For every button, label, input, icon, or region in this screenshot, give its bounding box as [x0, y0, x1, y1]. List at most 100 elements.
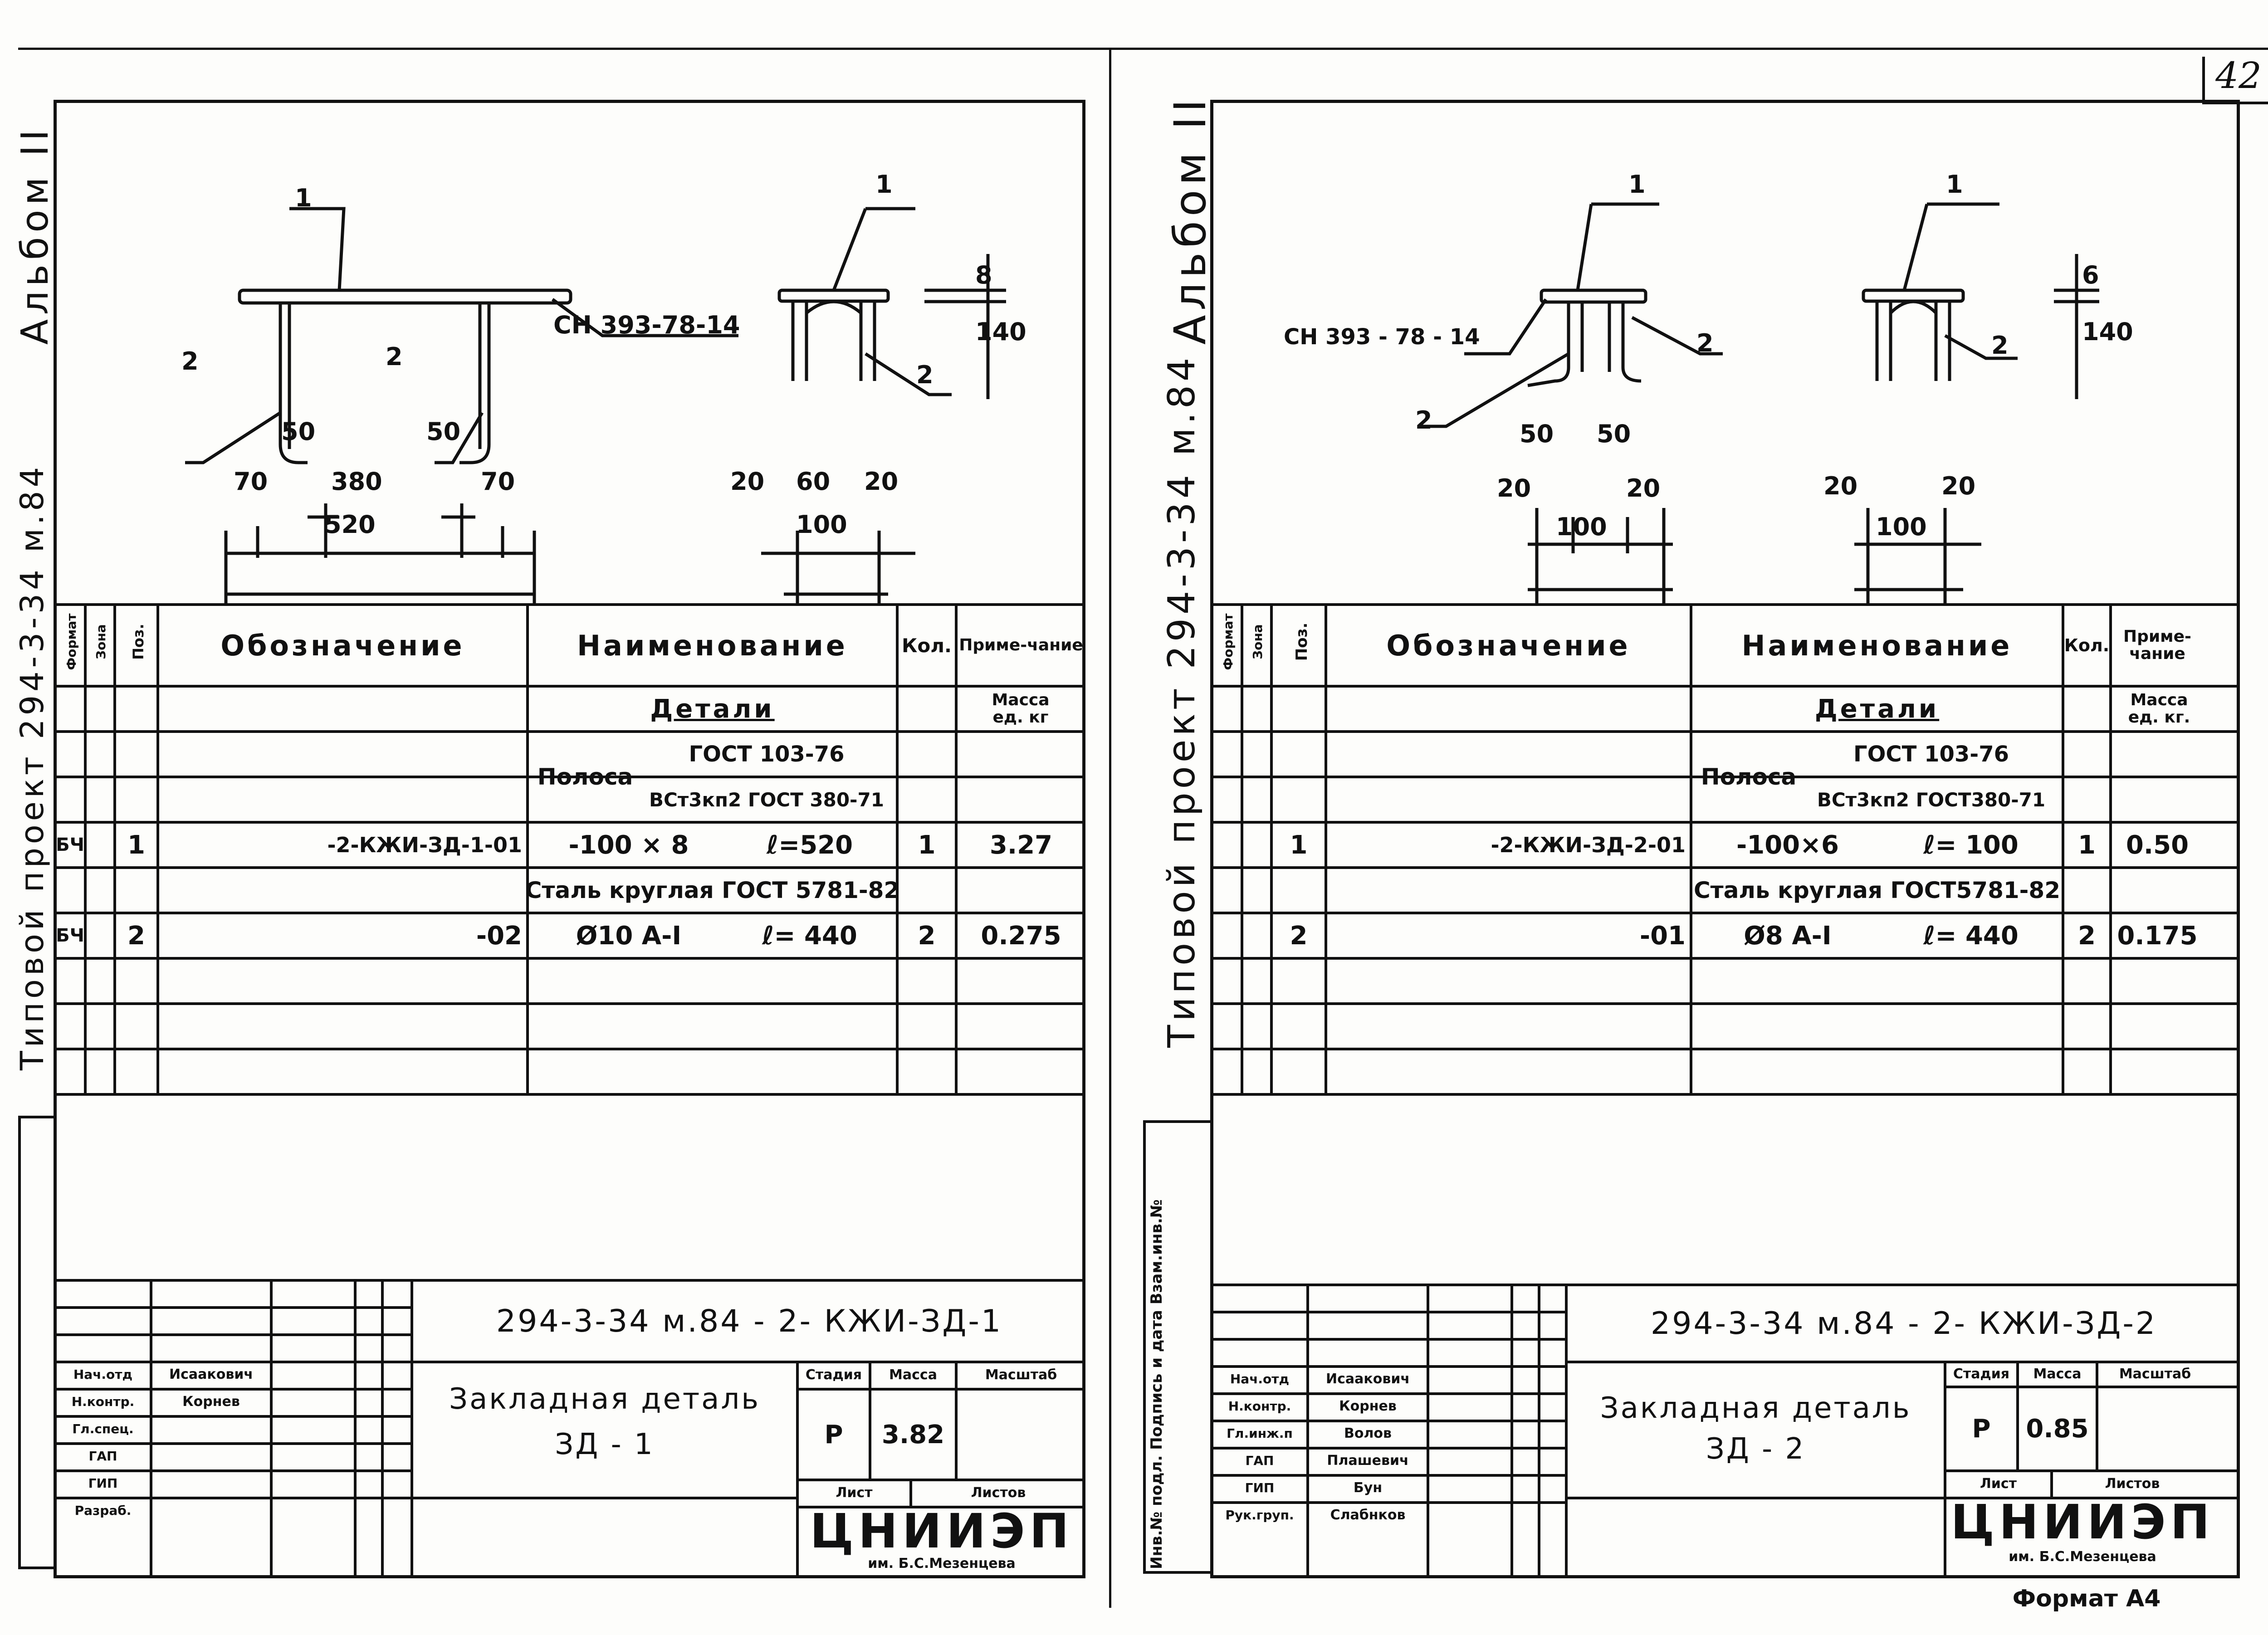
right-row2-note: 0.175 [2117, 921, 2198, 951]
left-row2-designation: -02 [476, 921, 522, 951]
right-tb-line [1565, 1361, 2240, 1363]
right-dim-20a: 20 [1497, 474, 1531, 503]
right-spec-header-bottom [1210, 685, 2240, 688]
left-dim-20b: 20 [864, 467, 899, 496]
right-plate-side [1862, 288, 1965, 303]
left-row2-qty: 2 [918, 921, 936, 951]
right-org-sub: им. Б.С.Мезенцева [2009, 1549, 2156, 1565]
right-label-pos2a: 2 [1696, 329, 1714, 357]
left-bar-2 [459, 303, 491, 464]
right-tb-line [1210, 1392, 1565, 1395]
right-spec-line [1210, 957, 2240, 960]
right-person-role-6: Рук.груп. [1225, 1507, 1294, 1523]
right-mass-value: 0.85 [2026, 1414, 2089, 1444]
right-dim-20c: 20 [1823, 472, 1858, 500]
right-person-name-6: Слабнков [1330, 1507, 1406, 1523]
right-tb-line [1210, 1311, 1565, 1313]
right-row2-name: Ø8 А-I [1744, 921, 1832, 951]
left-spec-header-bottom [54, 685, 1085, 688]
left-side-pos2: 2 [916, 361, 934, 389]
left-title-line2: ЗД - 1 [555, 1428, 655, 1461]
left-tb-line [411, 1361, 1085, 1363]
left-label-pos2b: 2 [386, 342, 403, 371]
right-title-line1: Закладная деталь [1600, 1391, 1911, 1425]
left-sheet-label: Лист [836, 1485, 873, 1501]
right-spec-line [1210, 866, 2240, 869]
left-col-zone: Зона [93, 624, 108, 659]
left-spec-col [896, 603, 899, 1093]
left-col-pos: Поз. [130, 624, 147, 660]
left-tb-line [54, 1415, 411, 1418]
left-row2-pos: 2 [127, 921, 145, 951]
left-material2: Сталь круглая ГОСТ 5781-82 [525, 877, 900, 903]
left-tb-col [381, 1279, 384, 1578]
left-person-role-3: Гл.спец. [72, 1421, 134, 1436]
left-tb-col [270, 1279, 273, 1578]
left-dim-50b: 50 [426, 417, 461, 446]
right-side-stamp [1143, 1120, 1210, 1574]
right-tb-line [1944, 1469, 2240, 1472]
right-weld-label: СН 393 - 78 - 14 [1284, 324, 1480, 350]
left-tb-line [54, 1497, 411, 1499]
left-spec-top [54, 603, 1085, 606]
left-tb-line [54, 1361, 411, 1363]
left-tb-col [909, 1479, 912, 1506]
right-dim-100: 100 [1556, 512, 1607, 541]
left-spec-line [54, 1048, 1085, 1050]
right-row2-pos: 2 [1290, 921, 1308, 951]
left-row2-format: БЧ [56, 925, 84, 946]
right-tb-col [1427, 1284, 1429, 1578]
left-tb-col [150, 1279, 152, 1578]
left-dim-60: 60 [796, 467, 831, 496]
right-row2-qty: 2 [2078, 921, 2096, 951]
right-spec-line [1210, 730, 2240, 733]
right-col-stage: Стадия [1953, 1366, 2010, 1382]
left-material1-bottom: ВСт3кп2 ГОСТ 380-71 [649, 788, 884, 811]
left-tb-line [796, 1506, 1085, 1508]
left-row2-note: 0.275 [981, 921, 1061, 951]
left-org-sub: им. Б.С.Мезенцева [868, 1556, 1016, 1572]
right-row1-length: ℓ= 100 [1923, 830, 2019, 860]
right-person-role-3: Гл.инж.п [1227, 1425, 1293, 1441]
left-dim-140: 140 [975, 317, 1026, 346]
right-person-role-5: ГИП [1245, 1480, 1275, 1495]
top-border-line [18, 48, 2268, 50]
right-spec-col [1690, 603, 1692, 1093]
left-tb-line [54, 1469, 411, 1472]
right-tb-line [1210, 1447, 1565, 1450]
right-tb-line [1210, 1501, 1565, 1504]
right-spec-line [1210, 1002, 2240, 1005]
page-number: 42 [2215, 54, 2262, 97]
right-material2: Сталь круглая ГОСТ5781-82 [1693, 877, 2061, 903]
right-spec-line [1210, 912, 2240, 914]
left-plate-side [777, 288, 890, 303]
left-person-role-1: Нач.отд [73, 1367, 133, 1382]
right-tb-line [1210, 1365, 1565, 1368]
right-title-line2: ЗД - 2 [1706, 1432, 1806, 1466]
right-tb-col [1565, 1284, 1568, 1578]
left-project-label: Типовой проект 294-3-34 м.84 [14, 463, 51, 1070]
left-col-scale: Масштаб [985, 1367, 1057, 1383]
page-number-box [2202, 57, 2268, 104]
left-spec-line [54, 730, 1085, 733]
right-person-name-5: Бун [1353, 1479, 1383, 1496]
left-spec-col [955, 603, 958, 1093]
left-row1-length: ℓ=520 [766, 830, 853, 860]
left-tb-line [54, 1388, 411, 1391]
right-row1-qty: 1 [2078, 830, 2096, 860]
right-material1-top: ГОСТ 103-76 [1853, 742, 2009, 767]
right-spec-col [2062, 603, 2064, 1093]
right-col-scale: Масштаб [2119, 1366, 2191, 1382]
right-person-name-3: Волов [1344, 1425, 1392, 1441]
right-col-format: Формат [1221, 613, 1236, 670]
right-person-role-1: Нач.отд [1230, 1371, 1290, 1386]
left-tb-col [411, 1279, 413, 1578]
left-spec-line [54, 957, 1085, 960]
left-row2-length: ℓ= 440 [762, 921, 857, 951]
left-row1-note: 3.27 [989, 830, 1053, 860]
left-sheets-label: Листов [971, 1485, 1026, 1501]
left-person-name-2: Корнев [182, 1393, 240, 1410]
right-col-name: Наименование [1741, 629, 2013, 662]
left-spec-col [526, 603, 529, 1093]
right-spec-col [1270, 603, 1273, 1093]
